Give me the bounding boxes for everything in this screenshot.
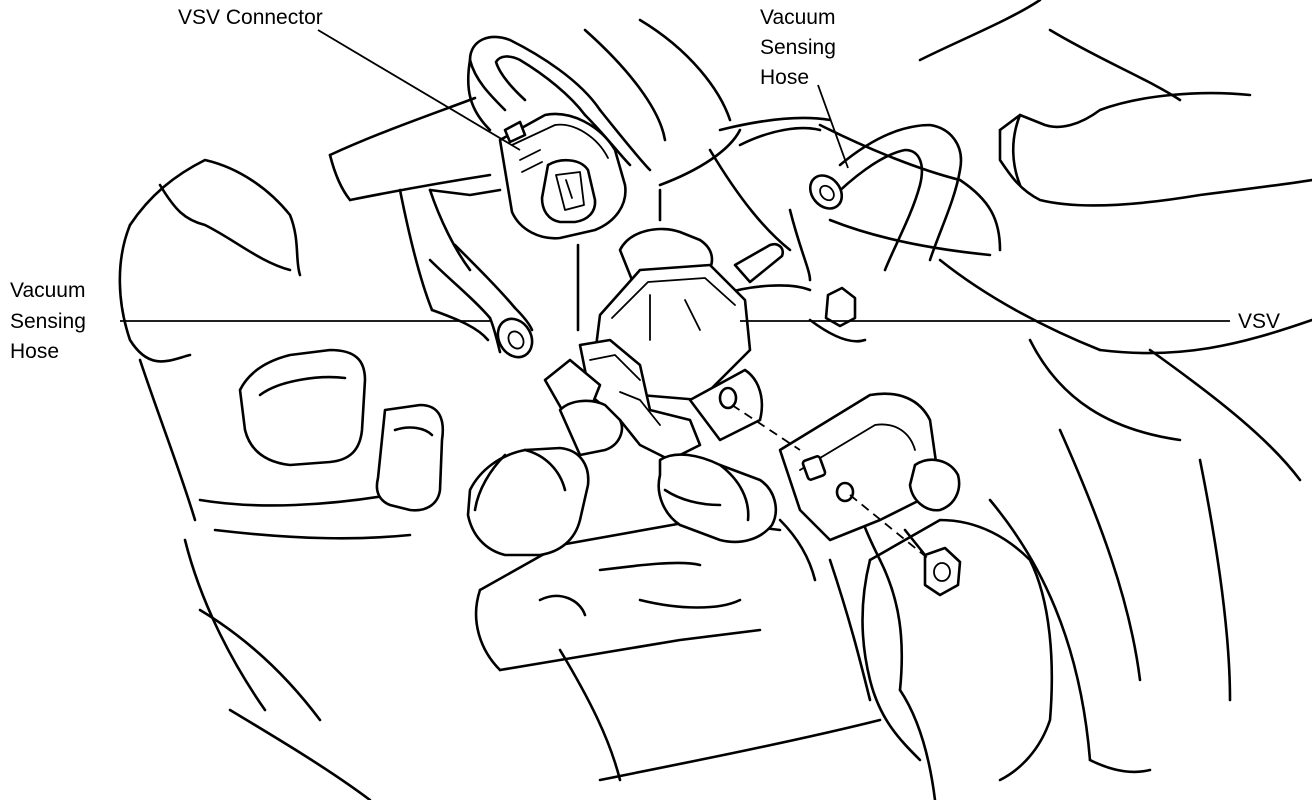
label-vacuum-hose-left-line3: Hose [10,340,59,363]
label-vacuum-hose-top-line2: Sensing [760,36,836,59]
label-vsv: VSV [1238,310,1280,333]
leader-lines [120,29,1230,322]
label-vsv-connector: VSV Connector [178,6,323,29]
label-vacuum-hose-left-line1: Vacuum [10,279,85,302]
vsv-connector-harness [466,35,652,172]
mounting-bracket [778,392,962,597]
left-housing-block [238,348,445,512]
alignment-dashed-lines [731,404,931,561]
leader-vacuum-hose-top [817,84,849,169]
left-vacuum-hose [428,243,534,359]
label-vacuum-hose-top-line3: Hose [760,66,809,89]
label-vacuum-hose-left-line2: Sensing [10,310,86,333]
leader-vsv-connector [317,29,521,151]
labels: VSV Connector Vacuum Sensing Hose Vacuum… [10,6,1280,363]
right-vacuum-hose [808,123,963,272]
background-engine-lines [118,0,1312,800]
label-vacuum-hose-top-line1: Vacuum [760,6,835,29]
vsv-connector-plug [428,112,627,240]
small-bolt [808,286,867,343]
vsv-body [466,227,784,557]
